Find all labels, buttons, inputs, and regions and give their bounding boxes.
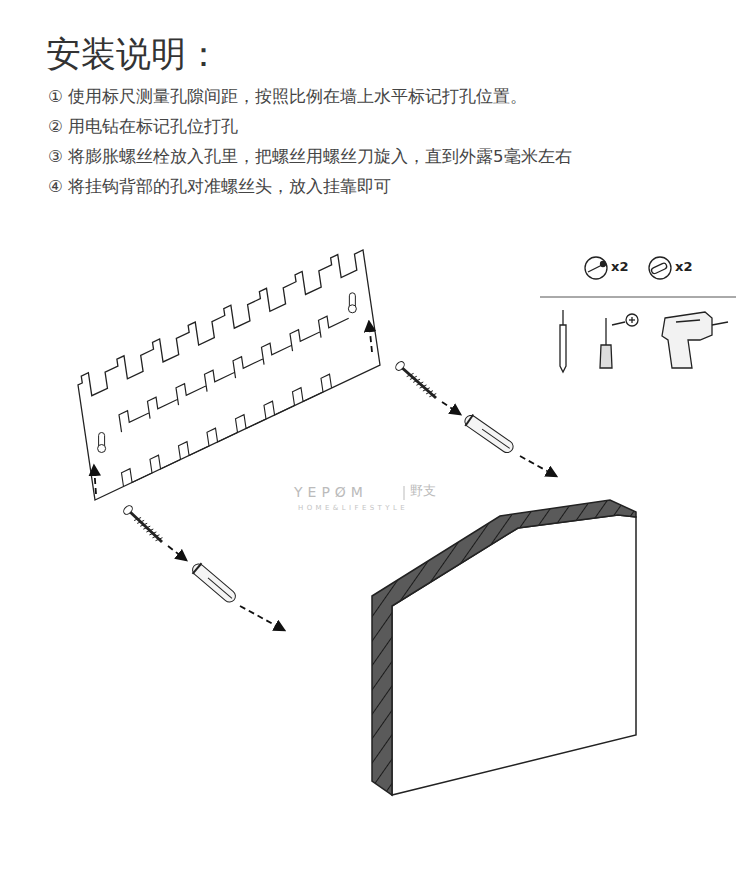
instruction-step: ④ 将挂钩背部的孔对准螺丝头，放入挂靠即可 [48, 178, 391, 197]
wall [372, 500, 636, 795]
hanger-plate [78, 250, 380, 500]
title: 安装说明： [46, 34, 221, 74]
instruction-step: ③ 将膨胀螺丝栓放入孔里，把螺丝用螺丝刀旋入，直到外露5毫米左右 [48, 148, 572, 167]
watermark: HOME&LIFESTYLE [298, 504, 408, 512]
hardware [94, 322, 556, 630]
quantity-label: x2 [675, 260, 692, 275]
tools-panel [540, 257, 736, 372]
watermark: 野支 [410, 484, 436, 499]
quantity-label: x2 [611, 260, 628, 275]
instruction-step: ① 使用标尺测量孔隙间距，按照比例在墙上水平标记打孔位置。 [48, 88, 527, 107]
instruction-step: ② 用电钻在标记孔位打孔 [48, 118, 238, 137]
watermark-divider [404, 486, 405, 500]
watermark: YEPØM [294, 484, 368, 500]
